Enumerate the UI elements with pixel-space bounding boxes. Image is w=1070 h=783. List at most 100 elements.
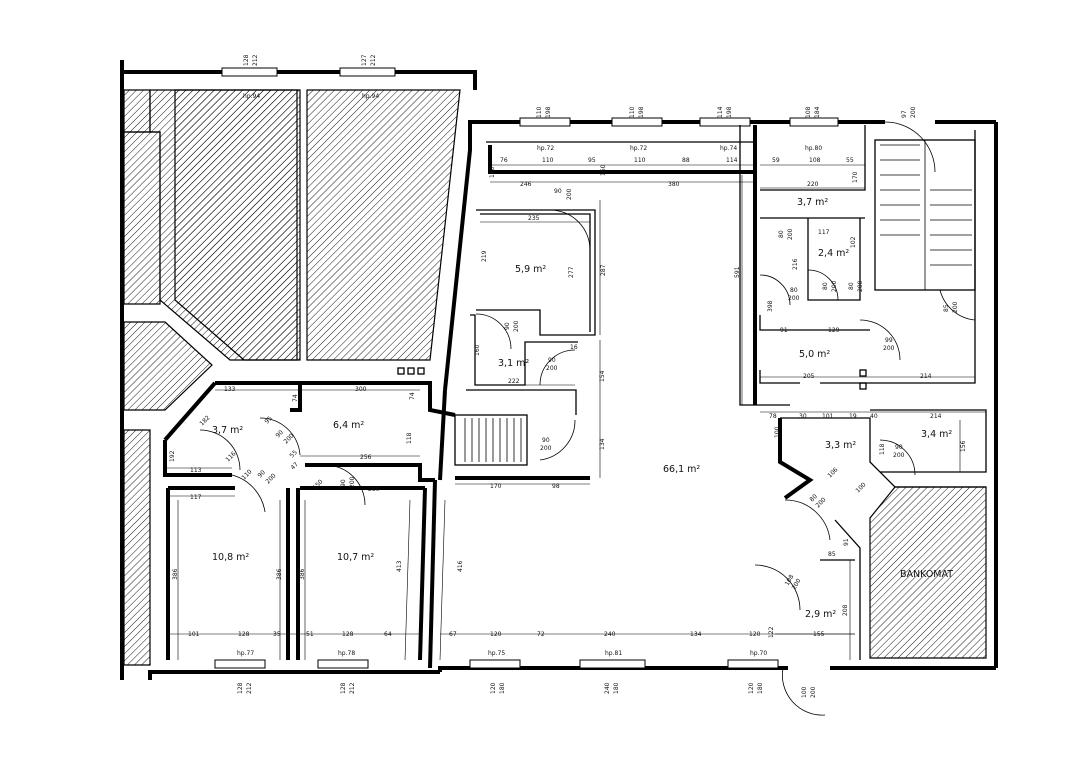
door-height: 200 bbox=[883, 345, 895, 352]
hatch-chevron-left bbox=[123, 321, 213, 411]
window-label-top: 120 bbox=[490, 682, 497, 694]
window-hp: hp.72 bbox=[537, 145, 554, 152]
window-hp: hp.77 bbox=[237, 650, 254, 657]
door-width: 85 bbox=[943, 304, 950, 312]
door-height: 200 bbox=[810, 686, 817, 698]
door-width: 90 bbox=[274, 429, 284, 439]
bottom-windows bbox=[214, 659, 779, 669]
window-label-top: 120 bbox=[748, 682, 755, 694]
dim-label: 55 bbox=[846, 157, 854, 164]
door-height: 200 bbox=[349, 476, 356, 488]
door-width: 80 bbox=[790, 287, 798, 294]
dim-label: 160 bbox=[474, 344, 481, 356]
dim-label: 128 bbox=[342, 631, 354, 638]
dim-label: 280 bbox=[368, 486, 380, 493]
window-label-bottom: 180 bbox=[499, 682, 506, 694]
dim-label: 59 bbox=[772, 157, 780, 164]
room-area-large: 66,1 m² bbox=[663, 464, 700, 475]
window-label-top: 128 bbox=[237, 682, 244, 694]
dim-label: 110 bbox=[240, 468, 253, 481]
dim-label: 240 bbox=[604, 631, 616, 638]
door-height: 200 bbox=[540, 445, 552, 452]
window-label-top: 110 bbox=[629, 106, 636, 118]
dim-label: 114 bbox=[726, 157, 738, 164]
dim-label: 222 bbox=[508, 378, 520, 385]
door-height: 200 bbox=[787, 228, 794, 240]
door-width: 80 bbox=[848, 282, 855, 290]
dim-label: 110 bbox=[634, 157, 646, 164]
door-width: 90 bbox=[504, 322, 511, 330]
room-area-107: 10,7 m² bbox=[337, 552, 374, 563]
dim-label: 120 bbox=[490, 631, 502, 638]
room-labels: 66,1 m² 5,9 m² 3,1 m² 3,7 m² 6,4 m² 10,8… bbox=[212, 197, 953, 620]
door-width: 80 bbox=[822, 282, 829, 290]
dim-label: 100 bbox=[774, 426, 781, 438]
dim-label: 133 bbox=[224, 386, 236, 393]
dim-label: 398 bbox=[767, 300, 774, 312]
dim-label: 214 bbox=[930, 413, 942, 420]
dim-label: 120 bbox=[749, 631, 761, 638]
dim-label: 219 bbox=[481, 250, 488, 262]
dim-label: 117 bbox=[818, 229, 830, 236]
hatch-strip-top-left bbox=[123, 89, 151, 133]
dim-label: 155 bbox=[813, 631, 825, 638]
door-height: 200 bbox=[831, 280, 838, 292]
room-area-64: 6,4 m² bbox=[333, 420, 364, 431]
room-area-50: 5,0 m² bbox=[799, 349, 830, 360]
dim-label: 91 bbox=[780, 327, 788, 334]
window-label-top: 128 bbox=[340, 682, 347, 694]
dim-label: 101 bbox=[188, 631, 200, 638]
dim-label: 64 bbox=[384, 631, 392, 638]
window-label-bottom: 212 bbox=[246, 682, 253, 694]
dim-label: 19 bbox=[849, 413, 857, 420]
door-width: 97 bbox=[901, 110, 908, 118]
room-area-24: 2,4 m² bbox=[818, 248, 849, 259]
dim-label: 100 bbox=[854, 481, 867, 494]
interior-walls bbox=[163, 125, 987, 669]
dim-label: 95 bbox=[263, 415, 273, 425]
door-width: 100 bbox=[801, 686, 808, 698]
window-hp: hp.80 bbox=[805, 145, 822, 152]
door-width: 90 bbox=[542, 437, 550, 444]
dimension-lines bbox=[165, 164, 986, 661]
window-label-bottom: 198 bbox=[638, 106, 645, 118]
dim-label: 30 bbox=[799, 413, 807, 420]
door-width: 108 bbox=[784, 573, 796, 587]
window-label-top: 128 bbox=[243, 54, 250, 66]
dim-label: 287 bbox=[600, 264, 607, 276]
door-width: 80 bbox=[778, 230, 785, 238]
dim-label: 380 bbox=[668, 181, 680, 188]
walls bbox=[120, 60, 998, 680]
dim-label: 235 bbox=[528, 215, 540, 222]
dim-label: 170 bbox=[489, 166, 496, 178]
window-label-top: 108 bbox=[805, 106, 812, 118]
vent-squares bbox=[397, 367, 867, 390]
hatch-column-a bbox=[174, 89, 298, 361]
dim-label: 156 bbox=[960, 440, 967, 452]
dim-label: 47 bbox=[289, 461, 299, 471]
door-width: 90 bbox=[340, 479, 347, 487]
dim-label: 67 bbox=[449, 631, 457, 638]
hatched-areas bbox=[123, 89, 987, 666]
door-height: 200 bbox=[513, 320, 520, 332]
window-hp: hp.72 bbox=[630, 145, 647, 152]
dim-label: 413 bbox=[396, 560, 403, 572]
dim-label: 118 bbox=[406, 432, 413, 444]
room-area-34: 3,4 m² bbox=[921, 429, 952, 440]
door-swings bbox=[199, 121, 976, 716]
room-area-31: 3,1 m² bbox=[498, 358, 529, 369]
dim-label: 85 bbox=[828, 551, 836, 558]
dim-label: 591 bbox=[734, 266, 741, 278]
window-hp: hp.78 bbox=[338, 650, 355, 657]
dim-label: 134 bbox=[690, 631, 702, 638]
window-hp: hp.70 bbox=[750, 650, 767, 657]
dim-label: 386 bbox=[276, 568, 283, 580]
door-width: 80 bbox=[808, 493, 818, 503]
door-width: 90 bbox=[895, 444, 903, 451]
dim-label: 205 bbox=[803, 373, 815, 380]
door-height: 200 bbox=[910, 106, 917, 118]
window-hp: hp.74 bbox=[720, 145, 737, 152]
door-height: 200 bbox=[857, 280, 864, 292]
door-height: 200 bbox=[788, 295, 800, 302]
